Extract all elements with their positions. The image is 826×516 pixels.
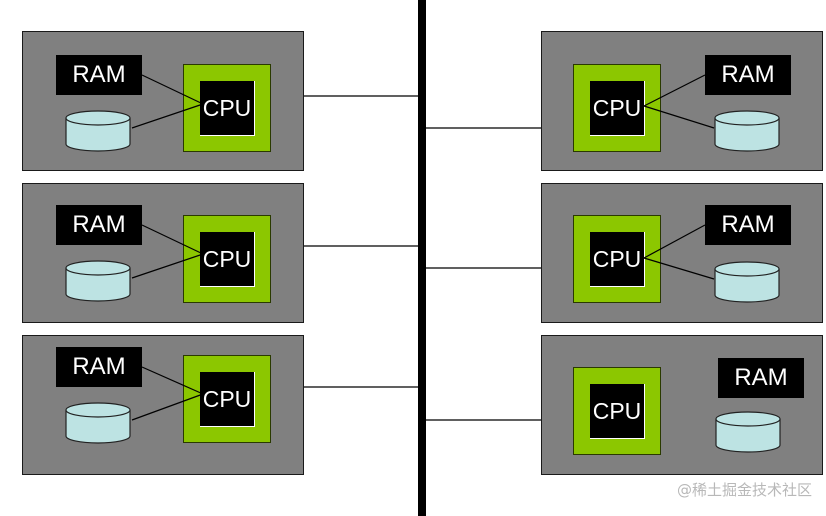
cpu-core: CPU [590,232,645,287]
internal-links [131,366,204,421]
system-bus [418,0,426,516]
disk-icon [714,110,780,152]
disk-icon [715,411,781,453]
disk-icon [65,260,131,302]
internal-links [131,224,204,279]
cpu-core: CPU [590,384,645,439]
node-left-0: RAM CPU [22,31,304,171]
ram-box: RAM [705,205,791,245]
cpu-core: CPU [200,372,255,427]
node-right-1: CPU RAM [541,183,823,323]
cpu-chip: CPU [183,64,271,152]
cpu-core: CPU [200,232,255,287]
disk-icon [714,261,780,303]
node-right-0: CPU RAM [541,31,823,171]
ram-box: RAM [56,347,142,387]
ram-box: RAM [705,55,791,95]
cpu-chip: CPU [183,215,271,303]
node-left-2: RAM CPU [22,335,304,475]
internal-links [643,224,715,280]
cpu-core: CPU [200,81,255,136]
node-right-2: CPU RAM [541,335,823,475]
disk-icon [65,110,131,152]
cpu-chip: CPU [183,355,271,443]
node-left-1: RAM CPU [22,183,304,323]
internal-links [131,74,204,129]
ram-box: RAM [718,358,804,398]
internal-links [643,74,715,129]
cpu-chip: CPU [573,64,661,152]
cpu-chip: CPU [573,367,661,455]
disk-icon [65,402,131,444]
cpu-core: CPU [590,81,645,136]
watermark-text: @稀土掘金技术社区 [676,481,812,499]
ram-box: RAM [56,55,142,95]
cpu-chip: CPU [573,215,661,303]
ram-box: RAM [56,205,142,245]
